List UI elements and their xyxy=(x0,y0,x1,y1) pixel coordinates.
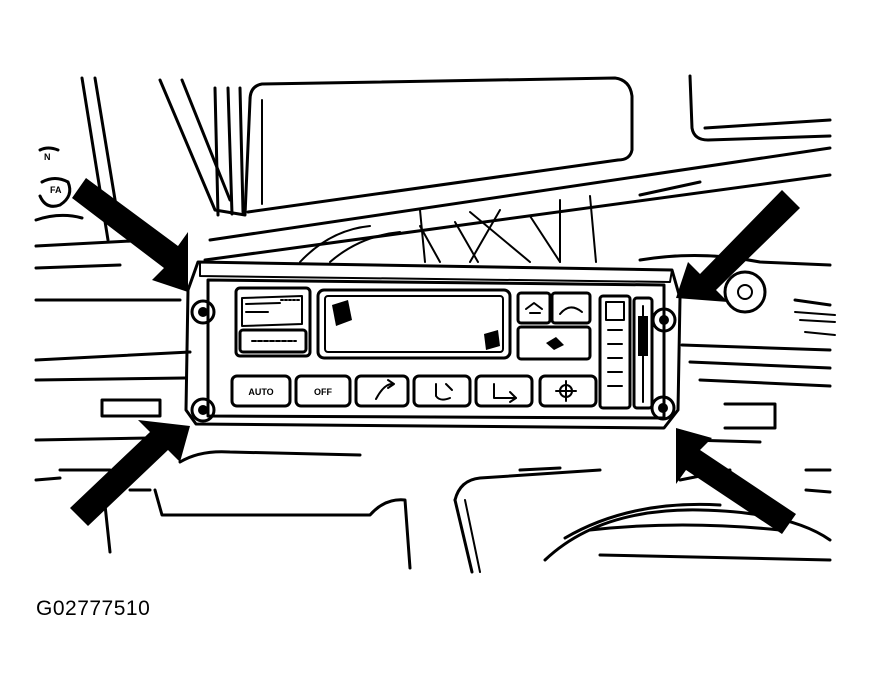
function-button-row: AUTO OFF xyxy=(230,374,598,408)
mounting-screw-top-left xyxy=(190,299,216,325)
auto-button: AUTO xyxy=(230,374,292,408)
figure-id-label: G02777510 xyxy=(36,597,151,620)
svg-text:FA: FA xyxy=(50,185,62,195)
mounting-screw-bottom-left xyxy=(190,397,216,423)
svg-text:AUTO: AUTO xyxy=(248,387,273,397)
mode-button-cluster xyxy=(516,291,592,361)
defrost-button xyxy=(538,374,598,408)
svg-text:OFF: OFF xyxy=(314,387,332,397)
dashboard-background: N FA xyxy=(34,74,836,574)
climate-control-panel: AUTO OFF xyxy=(184,260,682,430)
arrow-bottom-left-icon xyxy=(70,420,190,526)
floor-panel-button xyxy=(412,374,472,408)
arrow-bottom-right-icon xyxy=(676,428,796,534)
panel-vent-button xyxy=(354,374,410,408)
display-window xyxy=(316,288,512,360)
fan-speed-slider xyxy=(598,294,654,410)
temperature-rocker xyxy=(234,286,312,358)
svg-text:N: N xyxy=(44,152,51,162)
arrow-top-left-icon xyxy=(72,178,188,292)
floor-button xyxy=(474,374,534,408)
arrow-top-right-icon xyxy=(676,190,800,302)
off-button: OFF xyxy=(294,374,352,408)
pointer-arrows xyxy=(70,178,800,534)
